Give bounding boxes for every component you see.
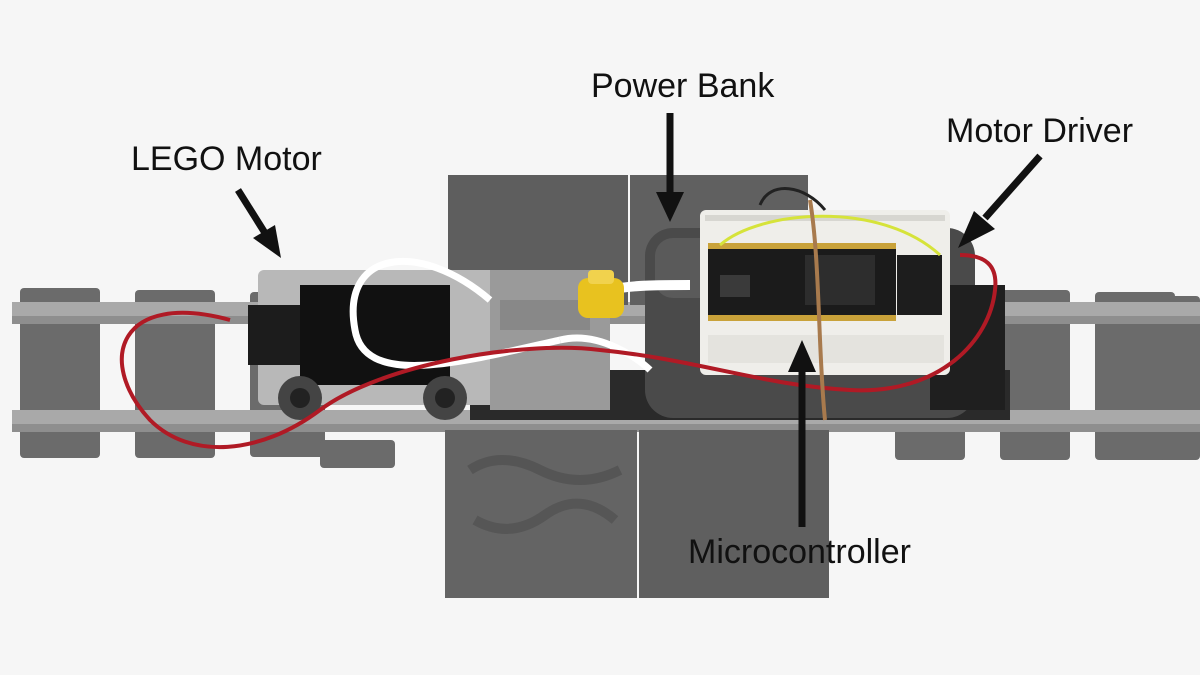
lego-motor-label: LEGO Motor [131, 140, 322, 178]
motor-driver-board [897, 255, 942, 315]
lego-motor [248, 270, 610, 420]
power-bank-label: Power Bank [591, 67, 775, 105]
arrow-icon [788, 340, 816, 527]
motor-driver-label: Motor Driver [946, 112, 1134, 150]
arrow-icon [235, 188, 281, 258]
arrow-icon [958, 153, 1043, 248]
arrow-icon [656, 113, 684, 222]
microcontroller-board [708, 243, 896, 321]
yellow-coupler [578, 270, 624, 318]
microcontroller-label: Microcontroller [688, 533, 911, 571]
